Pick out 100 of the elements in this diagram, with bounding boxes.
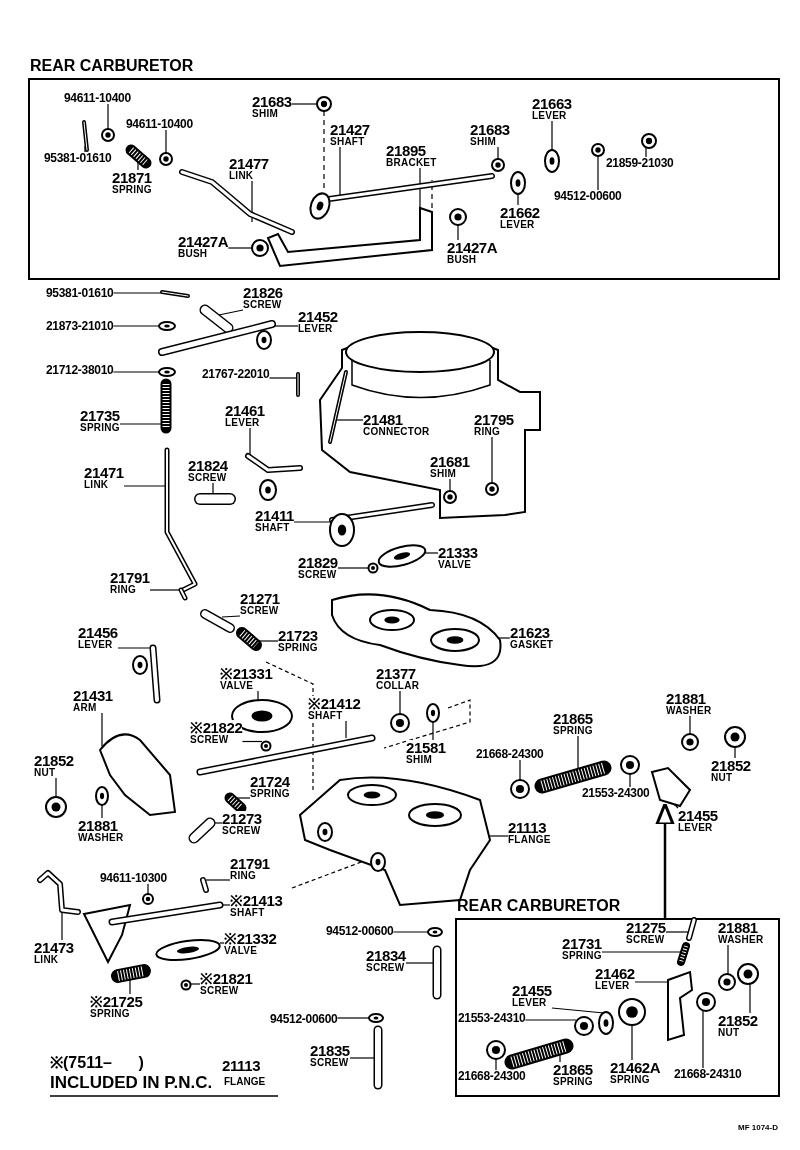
part-number: 21881	[718, 920, 758, 935]
part-number: 21724	[250, 774, 290, 789]
leader-line	[107, 103, 109, 130]
part-number: 21461	[225, 403, 265, 418]
part-number: 21668-24300	[476, 748, 544, 760]
shim-drawing	[443, 490, 457, 504]
leader-line	[251, 180, 253, 223]
part-name: SHAFT	[255, 523, 291, 533]
note-text: FLANGE	[224, 1077, 266, 1087]
connector-rod-drawing	[328, 370, 348, 444]
washer-drawing	[368, 1013, 384, 1023]
section-title: REAR CARBURETOR	[457, 898, 621, 914]
leader-line	[268, 377, 299, 379]
leader-line	[689, 715, 691, 735]
part-name: SCREW	[222, 826, 262, 836]
part-name: SPRING	[250, 789, 290, 799]
part-number: 21852	[34, 753, 74, 768]
bush-drawing	[449, 208, 467, 226]
leader-line	[227, 247, 253, 249]
part-name: SCREW	[188, 473, 228, 483]
collar-drawing	[390, 713, 410, 733]
washer-drawing	[158, 321, 176, 331]
part-number: 21881	[666, 691, 706, 706]
part-number: 21895	[386, 143, 426, 158]
part-name: SPRING	[562, 951, 602, 961]
leader-line	[291, 103, 318, 105]
part-number: 21834	[366, 948, 406, 963]
part-number: 21865	[553, 711, 593, 726]
shim-drawing	[316, 96, 332, 112]
part-number: 21455	[512, 983, 552, 998]
part-number: 21723	[278, 628, 318, 643]
part-number: 21683	[470, 122, 510, 137]
part-name: SHIM	[470, 137, 497, 147]
leader-line	[101, 804, 103, 819]
part-name: WASHER	[718, 935, 764, 945]
part-number: 21462	[595, 966, 635, 981]
ring-drawing	[200, 877, 209, 893]
shim-drawing	[491, 158, 505, 172]
part-name: LINK	[34, 955, 60, 965]
leader-line	[189, 983, 201, 985]
part-number: 21668-24300	[458, 1070, 526, 1082]
part-number: 21271	[240, 591, 280, 606]
part-number: 21865	[553, 1062, 593, 1077]
leader-line	[601, 951, 682, 953]
washer-drawing	[681, 733, 699, 751]
part-name: SPRING	[112, 185, 152, 195]
part-number: 21835	[310, 1043, 350, 1058]
part-name: BUSH	[178, 249, 209, 259]
leader-line	[431, 179, 433, 209]
leader-line	[457, 224, 459, 241]
part-number: 21431	[73, 688, 113, 703]
part-number: 21452	[298, 309, 338, 324]
part-name: LINK	[229, 171, 255, 181]
part-name: LEVER	[225, 418, 261, 428]
ring-drawing	[178, 587, 188, 601]
arm-drawing	[99, 733, 176, 816]
part-name: SCREW	[310, 1058, 350, 1068]
leader-line	[497, 146, 499, 160]
screw-drawing	[188, 817, 216, 844]
part-name: SCREW	[366, 963, 406, 973]
part-number: 21791	[230, 856, 270, 871]
part-number: 21553-24300	[582, 787, 650, 799]
part-number: 21377	[376, 666, 416, 681]
part-number: ※21412	[308, 696, 361, 711]
part-number: 21735	[80, 408, 120, 423]
leader-line	[629, 773, 631, 788]
leader-line	[517, 192, 519, 206]
part-number: 21427A	[447, 240, 498, 255]
part-number: 21826	[243, 285, 283, 300]
part-number: 94512-00600	[554, 190, 622, 202]
part-name: SCREW	[626, 935, 666, 945]
part-number: 21427A	[178, 234, 229, 249]
shim-drawing	[426, 703, 440, 723]
leader-line	[257, 690, 259, 701]
part-name: SPRING	[278, 643, 318, 653]
part-name: SCREW	[298, 570, 338, 580]
nut-drawing	[591, 143, 605, 157]
part-number: 21473	[34, 940, 74, 955]
part-name: SPRING	[610, 1075, 651, 1085]
bush-drawing	[251, 239, 269, 257]
part-name: VALVE	[224, 946, 259, 956]
screw-drawing	[367, 562, 379, 574]
part-name: SCREW	[240, 606, 280, 616]
part-name: NUT	[34, 768, 57, 778]
part-number: 21663	[532, 96, 572, 111]
part-name: ARM	[73, 703, 98, 713]
leader-line	[101, 712, 103, 747]
lever-drawing	[598, 1011, 614, 1035]
washer-drawing	[95, 786, 109, 806]
part-name: LEVER	[500, 220, 536, 230]
part-number: 21852	[711, 758, 751, 773]
leader-line	[221, 615, 241, 618]
part-name: SPRING	[553, 1077, 593, 1087]
note-text: ※(7511– )	[50, 1055, 144, 1071]
part-number: 21427	[330, 122, 370, 137]
part-name: SHAFT	[308, 711, 344, 721]
collar-drawing	[620, 755, 640, 775]
leader-line	[219, 942, 225, 944]
part-number: 94611-10400	[64, 92, 131, 104]
leader-line	[727, 944, 729, 975]
